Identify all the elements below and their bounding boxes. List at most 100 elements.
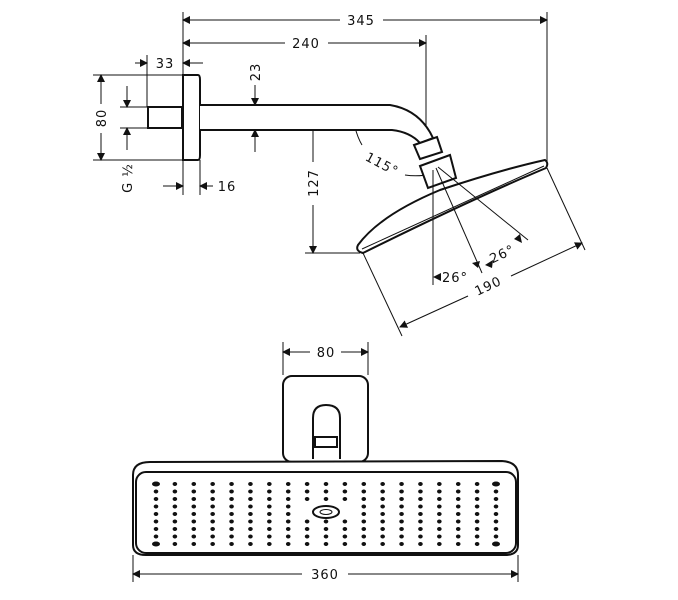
dimension-345: 345 — [182, 14, 548, 29]
nozzle — [248, 512, 253, 516]
nozzle — [267, 512, 272, 516]
nozzle — [474, 482, 480, 486]
nozzle — [455, 534, 461, 539]
nozzle — [248, 527, 253, 531]
angle-26-right-label: 26° — [488, 243, 518, 268]
nozzle — [172, 534, 178, 539]
nozzle — [361, 519, 367, 524]
nozzle — [191, 504, 197, 509]
nozzle — [172, 512, 178, 516]
nozzle — [153, 504, 159, 509]
nozzle — [323, 497, 329, 501]
nozzle — [474, 527, 480, 531]
nozzle — [153, 519, 159, 524]
nozzle — [172, 527, 178, 531]
nozzle — [437, 482, 442, 486]
nozzle — [342, 489, 348, 494]
nozzle — [304, 482, 310, 486]
dimension-80-front: 80 — [282, 342, 369, 375]
nozzle — [267, 519, 272, 524]
nozzle — [455, 527, 461, 531]
nozzle — [361, 534, 367, 539]
nozzle — [304, 497, 310, 501]
nozzle — [418, 527, 423, 531]
dim-360-label: 360 — [311, 568, 339, 583]
nozzle — [248, 519, 253, 524]
nozzle — [229, 482, 234, 486]
ball-joint — [412, 135, 444, 161]
nozzle — [342, 519, 348, 524]
nozzle — [380, 519, 385, 524]
angle-115-label: 115° — [363, 150, 401, 180]
nozzle — [361, 497, 367, 501]
nozzle — [455, 482, 461, 486]
nozzle — [229, 527, 234, 531]
side-view: 345 240 33 80 G ½ 16 — [93, 12, 586, 337]
nozzle — [493, 504, 499, 509]
nozzle — [342, 527, 348, 531]
shower-arm — [200, 104, 435, 145]
nozzle — [437, 504, 442, 509]
nozzle — [493, 527, 499, 531]
nozzle — [437, 542, 442, 546]
nozzle — [152, 541, 160, 547]
nozzle — [210, 489, 215, 494]
nozzle — [285, 534, 291, 539]
nozzle — [152, 481, 160, 487]
nozzle — [361, 527, 367, 531]
nozzle — [418, 497, 423, 501]
nozzle — [380, 482, 385, 486]
nozzle-grid — [152, 481, 500, 547]
nozzle — [229, 542, 234, 546]
nozzle — [380, 527, 385, 531]
nozzle — [229, 512, 234, 516]
nozzle — [267, 482, 272, 486]
nozzle — [323, 542, 329, 546]
nozzle — [380, 534, 385, 539]
nozzle — [267, 527, 272, 531]
nozzle — [493, 512, 499, 516]
nozzle — [304, 534, 310, 539]
nozzle — [455, 542, 461, 546]
nozzle — [248, 542, 253, 546]
nozzle — [361, 512, 367, 516]
nozzle — [399, 519, 404, 524]
dim-240-label: 240 — [292, 37, 320, 52]
nozzle — [493, 489, 499, 494]
nozzle — [304, 519, 310, 524]
nozzle — [267, 534, 272, 539]
nozzle — [455, 512, 461, 516]
nozzle — [437, 489, 442, 494]
nozzle — [399, 534, 404, 539]
nozzle — [285, 527, 291, 531]
nozzle — [361, 482, 367, 486]
nozzle — [418, 504, 423, 509]
nozzle — [191, 512, 197, 516]
nozzle — [248, 534, 253, 539]
dimension-360: 360 — [132, 555, 519, 583]
nozzle — [229, 497, 234, 501]
thread-nipple — [147, 106, 183, 129]
nozzle — [399, 542, 404, 546]
nozzle — [210, 519, 215, 524]
nozzle — [342, 482, 348, 486]
nozzle — [172, 497, 178, 501]
nozzle — [285, 482, 291, 486]
nozzle — [191, 489, 197, 494]
nozzle — [380, 489, 385, 494]
nozzle — [342, 497, 348, 501]
nozzle — [248, 482, 253, 486]
nozzle — [267, 497, 272, 501]
dim-80-front-label: 80 — [317, 346, 336, 361]
nozzle — [437, 519, 442, 524]
nozzle — [229, 504, 234, 509]
dimension-127: 127 — [307, 117, 322, 254]
nozzle — [342, 542, 348, 546]
nozzle — [418, 534, 423, 539]
nozzle — [474, 504, 480, 509]
nozzle — [210, 482, 215, 486]
nozzle — [304, 542, 310, 546]
wall-flange — [182, 74, 201, 161]
nozzle — [153, 527, 159, 531]
center-nozzle-inner — [319, 509, 333, 515]
